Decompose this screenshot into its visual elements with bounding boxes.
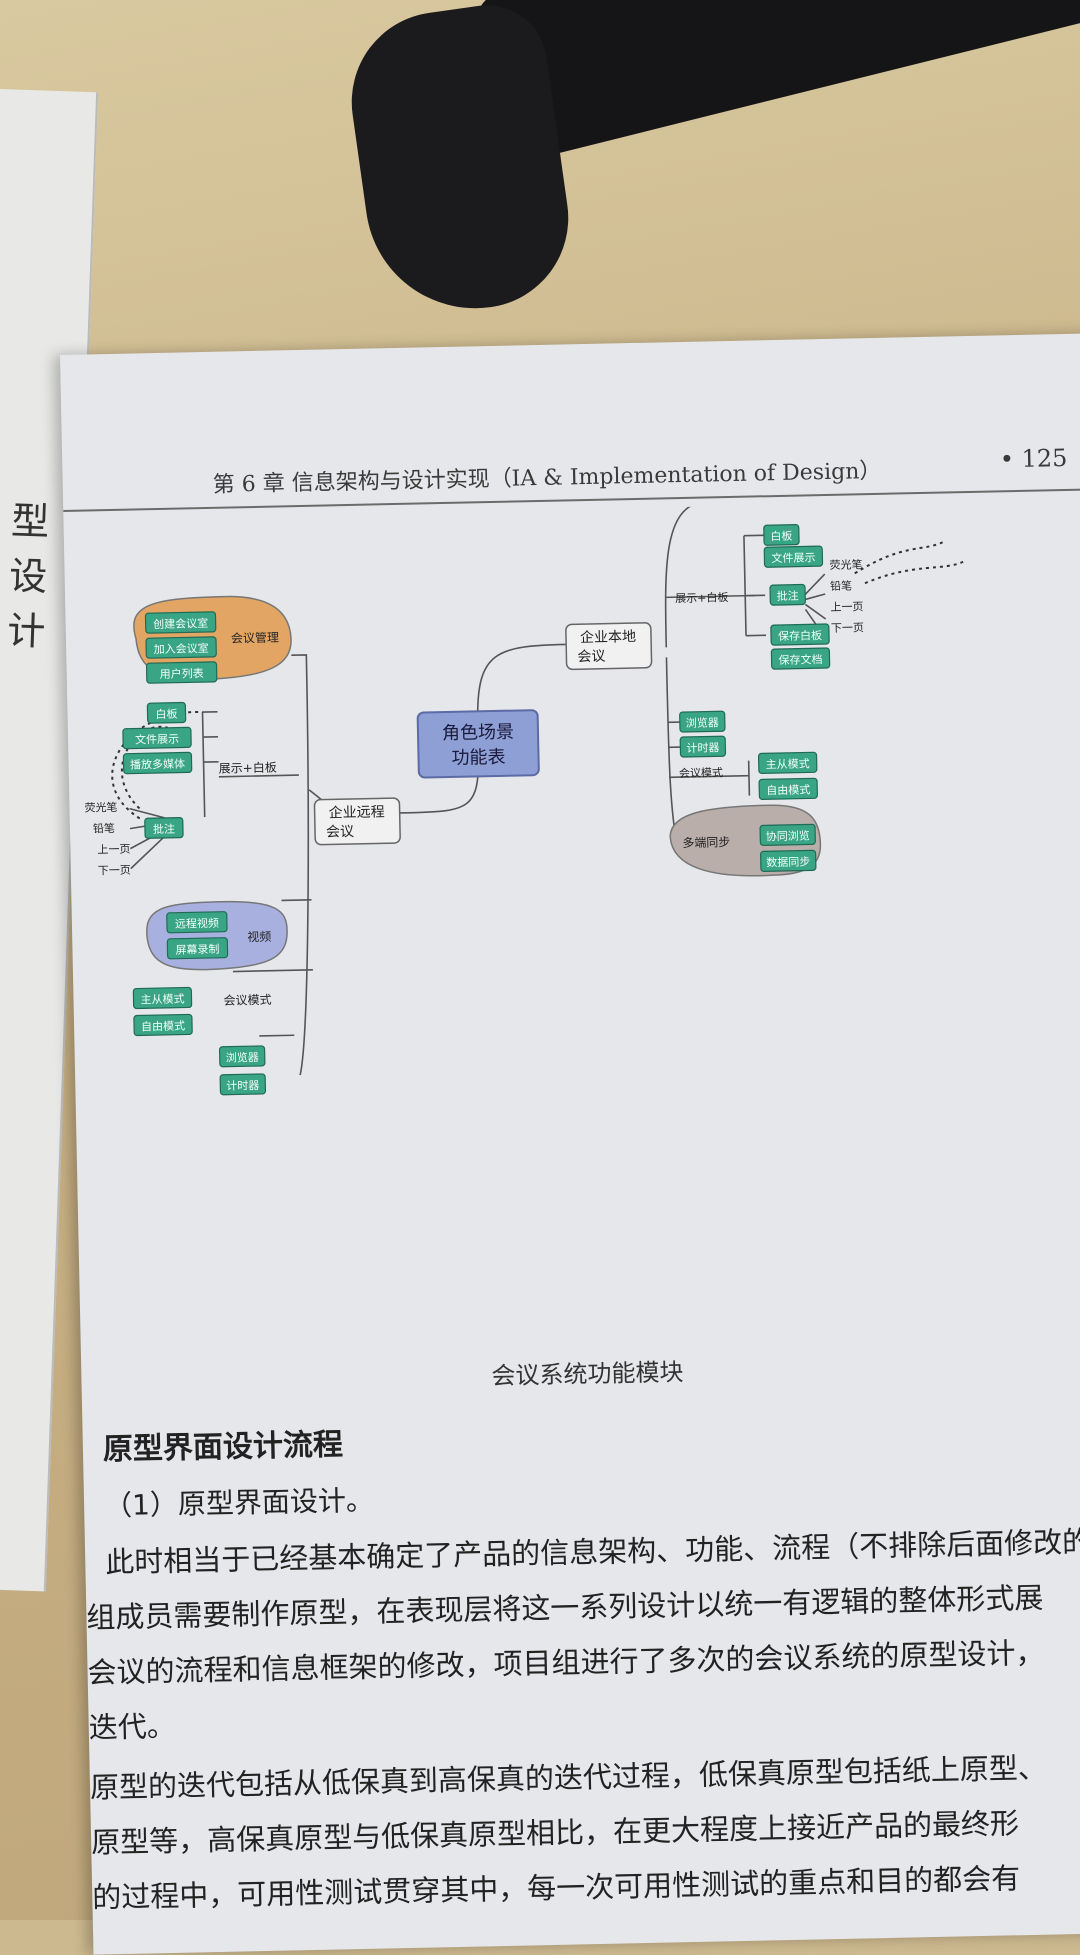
- svg-text:加入会议室: 加入会议室: [154, 641, 209, 656]
- paragraph-line: 原型等，高保真原型与低保真原型相比，在更大程度上接近产品的最终形: [91, 1800, 1020, 1861]
- remote-annotate-tool: 铅笔: [93, 821, 115, 835]
- local-display-item: 文件展示: [764, 546, 822, 567]
- connector-lines: [123, 499, 835, 1079]
- svg-text:自由模式: 自由模式: [766, 782, 810, 797]
- svg-text:数据同步: 数据同步: [766, 854, 810, 869]
- local-display-label: 展示+白板: [675, 590, 729, 605]
- root-node-label-line2: 功能表: [451, 747, 505, 769]
- book-page: 第 6 章 信息架构与设计实现（IA & Implementation of D…: [60, 332, 1080, 1954]
- local-mode-item: 自由模式: [759, 778, 817, 799]
- remote-mode-item: 自由模式: [134, 1014, 192, 1035]
- svg-text:自由模式: 自由模式: [141, 1019, 185, 1034]
- local-save-item: 保存文档: [771, 648, 829, 669]
- remote-video-item: 远程视频: [167, 912, 227, 933]
- remote-mgmt-item: 用户列表: [146, 662, 216, 683]
- paragraph-line: 迭代。: [88, 1703, 176, 1747]
- local-extra-item: 浏览器: [680, 711, 725, 732]
- remote-display-item: 文件展示: [123, 727, 191, 748]
- svg-text:计时器: 计时器: [686, 741, 719, 755]
- svg-text:用户列表: 用户列表: [160, 666, 204, 681]
- figure-caption: 会议系统功能模块: [491, 1352, 684, 1391]
- svg-text:主从模式: 主从模式: [140, 993, 184, 1007]
- remote-video-item: 屏幕录制: [167, 938, 227, 959]
- remote-annotate-tool: 荧光笔: [84, 800, 117, 815]
- remote-meeting-label-line2: 会议: [326, 824, 354, 841]
- remote-mgmt-item: 加入会议室: [146, 637, 216, 658]
- subsection-heading: （1）原型界面设计。: [104, 1479, 375, 1525]
- svg-text:屏幕录制: 屏幕录制: [175, 942, 219, 957]
- svg-text:远程视频: 远程视频: [175, 916, 219, 931]
- local-annotate-node: 批注: [770, 584, 805, 605]
- local-annotate-tool: 铅笔: [830, 578, 852, 592]
- local-display-item: 白板: [764, 525, 799, 546]
- local-annotate-tool: 上一页: [830, 600, 863, 614]
- paragraph-line: 会议的流程和信息框架的修改，项目组进行了多次的会议系统的原型设计，: [87, 1630, 1045, 1692]
- remote-video-label: 视频: [247, 929, 271, 944]
- remote-display-label: 展示+白板: [219, 760, 277, 776]
- local-sync-item: 协同浏览: [760, 824, 815, 845]
- local-meeting-label-line2: 会议: [577, 649, 605, 666]
- page-header: 第 6 章 信息架构与设计实现（IA & Implementation of D…: [212, 453, 881, 499]
- remote-meeting-label-line1: 企业远程: [328, 803, 384, 821]
- section-heading: 原型界面设计流程: [102, 1419, 343, 1468]
- remote-mgmt-item: 创建会议室: [145, 612, 215, 633]
- svg-text:协同浏览: 协同浏览: [766, 828, 810, 843]
- remote-display-item: 播放多媒体: [123, 752, 191, 773]
- paragraph-line: 组成员需要制作原型，在表现层将这一系列设计以统一有逻辑的整体形式展: [86, 1575, 1044, 1637]
- svg-text:批注: 批注: [153, 822, 175, 836]
- local-save-item: 保存白板: [771, 624, 829, 645]
- local-mode-label: 会议模式: [679, 766, 723, 780]
- file-group: [657, 499, 804, 503]
- local-sync-label: 多端同步: [682, 835, 730, 850]
- remote-mode-item: 主从模式: [133, 987, 191, 1008]
- svg-text:创建会议室: 创建会议室: [153, 616, 208, 631]
- svg-text:文件展示: 文件展示: [135, 732, 179, 747]
- svg-text:保存白板: 保存白板: [778, 628, 822, 643]
- remote-annotate-node: 批注: [145, 818, 183, 839]
- remote-mode-label: 会议模式: [223, 993, 271, 1008]
- remote-display-item: 白板: [147, 702, 185, 723]
- local-meeting-label-line1: 企业本地: [580, 628, 636, 646]
- svg-text:浏览器: 浏览器: [226, 1050, 259, 1065]
- svg-text:浏览器: 浏览器: [686, 715, 719, 730]
- svg-text:计时器: 计时器: [226, 1079, 259, 1093]
- svg-text:白板: 白板: [155, 707, 177, 721]
- local-annotate-tool: 下一页: [831, 621, 864, 635]
- svg-text:播放多媒体: 播放多媒体: [130, 756, 185, 771]
- mind-map: 角色场景 功能表 企业远程 会议 企业本地 会议 创建会议室加入会议室用户列表白…: [63, 499, 1080, 1340]
- remote-annotate-tool: 上一页: [97, 843, 130, 857]
- local-annotate-tool: 荧光笔: [829, 557, 862, 572]
- svg-text:文件展示: 文件展示: [771, 550, 815, 565]
- remote-mgmt-label: 会议管理: [231, 629, 279, 645]
- svg-text:保存文档: 保存文档: [778, 652, 822, 667]
- remote-extra-item: 浏览器: [220, 1046, 265, 1067]
- paragraph-line: 原型的迭代包括从低保真到高保真的迭代过程，低保真原型包括纸上原型、: [90, 1745, 1048, 1807]
- svg-text:批注: 批注: [777, 589, 799, 603]
- local-mode-item: 主从模式: [758, 752, 816, 773]
- paragraph-line: 此时相当于已经基本确定了产品的信息架构、功能、流程（不排除后面修改的: [105, 1519, 1080, 1582]
- remote-annotate-tool: 下一页: [98, 864, 131, 878]
- root-node-label-line1: 角色场景: [442, 722, 514, 745]
- local-extra-item: 计时器: [680, 736, 725, 757]
- paragraph-line: 的过程中，可用性测试贯穿其中，每一次可用性测试的重点和目的都会有: [92, 1855, 1021, 1916]
- page-number: • 125: [1000, 444, 1068, 473]
- local-sync-item: 数据同步: [761, 850, 816, 871]
- remote-extra-item: 计时器: [220, 1074, 265, 1095]
- svg-text:白板: 白板: [770, 529, 792, 543]
- svg-text:主从模式: 主从模式: [766, 757, 810, 771]
